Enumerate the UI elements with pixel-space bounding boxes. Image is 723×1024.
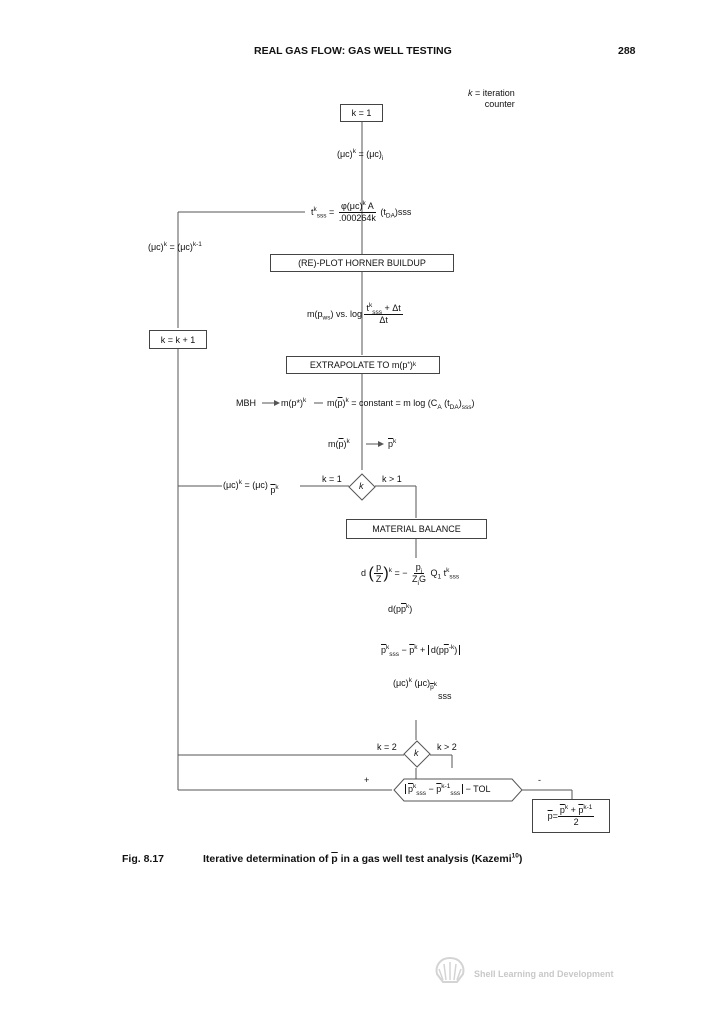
psss-equation: pksss − pk + d(pp-k)	[381, 644, 461, 658]
running-header-title: REAL GAS FLOW: GAS WELL TESTING	[254, 45, 452, 57]
decision-diamond-2	[403, 740, 431, 768]
dp-bar: d(ppk)	[388, 603, 413, 614]
decision1-left-label: k = 1	[322, 474, 342, 484]
mbh-constant-equation: m(p)k = constant = m log (CA (tDA)sss)	[327, 397, 475, 411]
decision1-right-label: k > 1	[382, 474, 402, 484]
decision2-right-label: k > 2	[437, 742, 457, 752]
shell-logo-icon	[433, 956, 467, 991]
legend-iteration-counter: k = iteration counter	[468, 88, 515, 109]
decision-diamond-1	[348, 473, 376, 501]
mu-c-pbar: (μc)k = (μc) pk	[223, 479, 279, 495]
init-box: k = 1	[340, 104, 383, 122]
mp-bar-to-p-bar: m(p)k	[328, 438, 350, 449]
figure-caption: Fig. 8.17 Iterative determination of p i…	[122, 852, 523, 865]
mu-c-update: (μc)k = (μc)k-1	[148, 241, 202, 252]
extrapolate-box: EXTRAPOLATE TO m(p*)k	[286, 356, 440, 374]
minus-label: -	[538, 775, 541, 785]
mbh-label: MBH	[236, 398, 256, 408]
material-balance-box: MATERIAL BALANCE	[346, 519, 487, 539]
tsss-equation: tksss = φ(μc)k A .000264k (tDA)sss	[311, 200, 412, 223]
final-average-box: p = pk + pk-1 2	[532, 799, 610, 833]
k-increment-box: k = k + 1	[149, 330, 207, 349]
m-pws-vs-log: m(pws) vs. log tksss + Δt Δt	[307, 302, 403, 325]
tol-hexagon	[393, 778, 523, 802]
tol-expression: pksss − pk-1sss − TOL	[405, 783, 491, 797]
decision1-k: k	[359, 481, 364, 491]
horner-plot-box: (RE)-PLOT HORNER BUILDUP	[270, 254, 454, 272]
page-number: 288	[618, 45, 636, 57]
decision2-k: k	[414, 748, 419, 758]
mbh-mp-star: m(p*)k	[281, 397, 307, 408]
p-bar-result: pk	[388, 438, 397, 449]
mu-c-sss: (μc)k (μc)pk sss	[393, 677, 452, 701]
flowchart-connectors	[177, 121, 573, 802]
plus-label: +	[364, 775, 370, 785]
mu-c-init: (μc)k = (μc)i	[337, 148, 384, 162]
decision2-left-label: k = 2	[377, 742, 397, 752]
watermark-text: Shell Learning and Development	[474, 969, 614, 979]
